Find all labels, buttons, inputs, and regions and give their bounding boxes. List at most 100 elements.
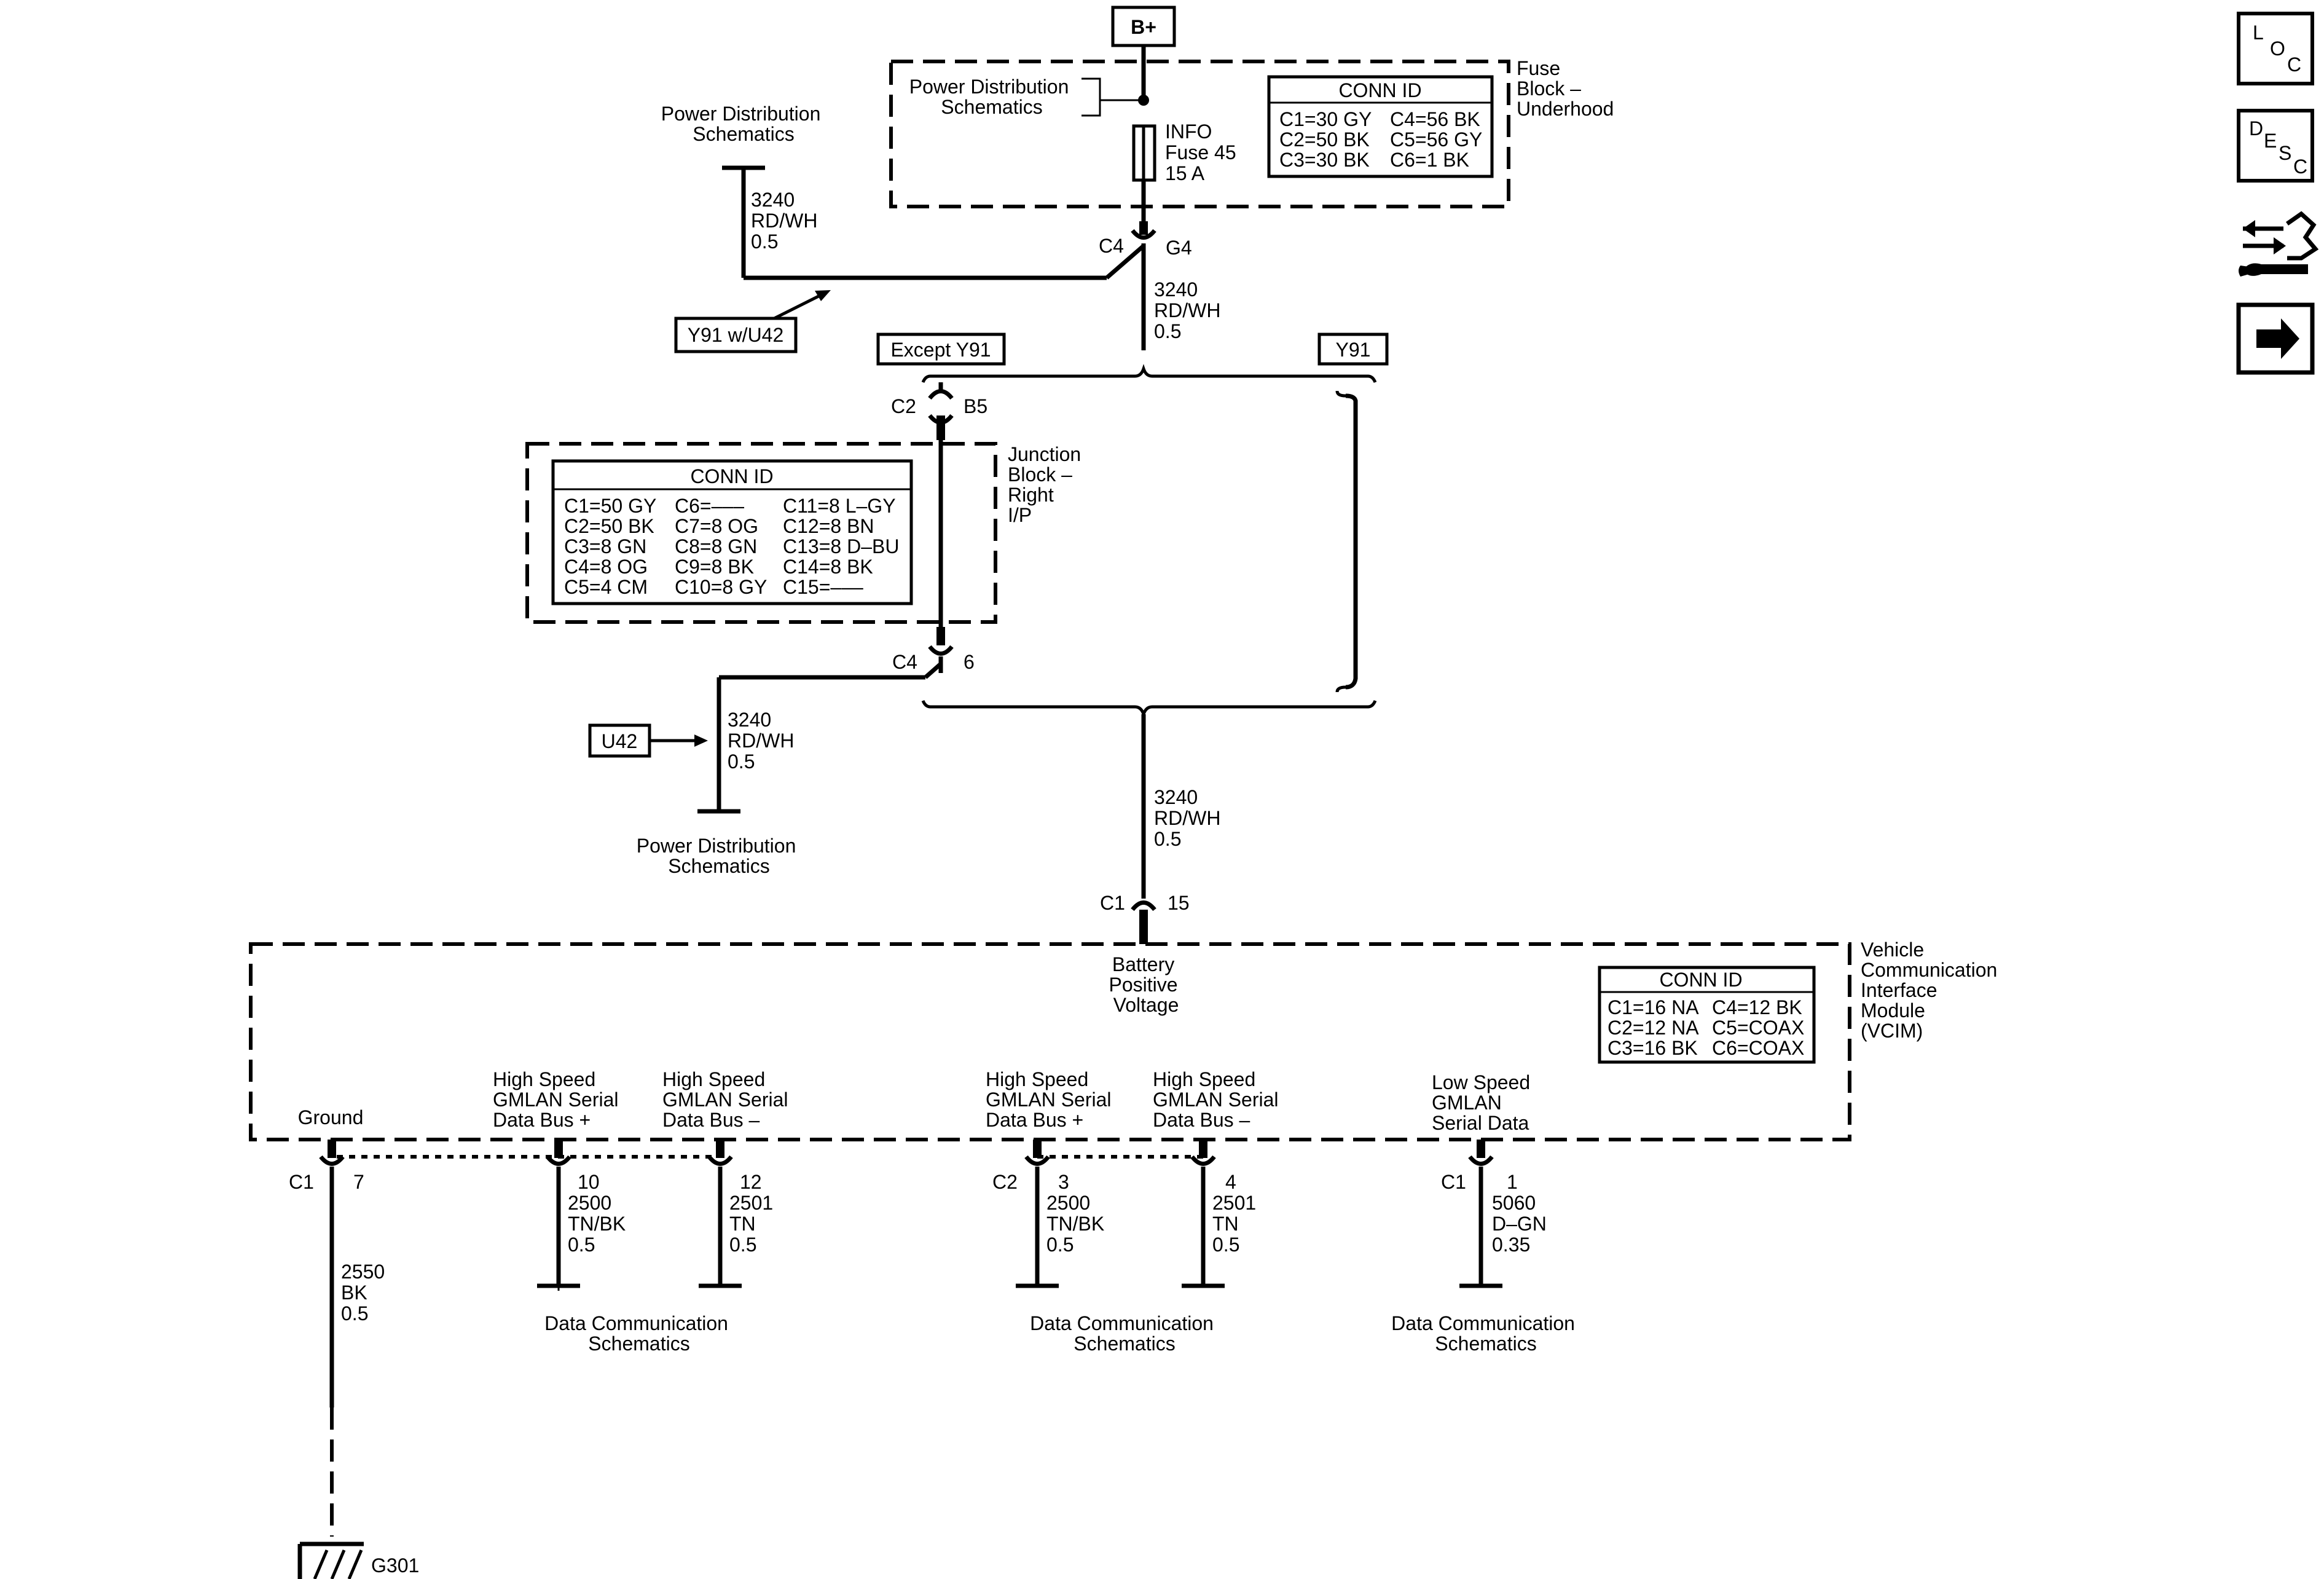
ground-connector: C1: [289, 1171, 314, 1193]
option-merge-bracket: [921, 699, 1377, 719]
data-comm-schematics-1: Data Communication Schematics: [544, 1312, 734, 1355]
u42-branch-diag: [924, 662, 943, 679]
pin-connector: C1: [1441, 1171, 1466, 1193]
desc-letter-s: S: [2279, 142, 2291, 164]
connector-icon: [928, 389, 954, 400]
hs-minus-1-label: High Speed GMLAN Serial Data Bus –: [662, 1068, 793, 1131]
left-pd-schematics: Power Distribution Schematics: [661, 103, 826, 145]
data-comm-schematics-2: Data Communication Schematics: [1030, 1312, 1219, 1355]
option-y91-u42: Y91 w/U42: [688, 324, 784, 346]
desc-button[interactable]: D E S C: [2237, 109, 2314, 183]
left-branch-wire-diag: [1105, 244, 1145, 280]
arrow-icon: [815, 290, 831, 301]
vcim-module: Vehicle Communication Interface Module (…: [249, 939, 2003, 1141]
pin-connector: C2: [992, 1171, 1018, 1193]
pin-number: 1: [1507, 1171, 1518, 1193]
conn-id-col2: C6=––– C7=8 OG C8=8 GN C9=8 BK C10=8 GY: [675, 495, 767, 598]
desc-letter-d: D: [2249, 117, 2263, 140]
option-except-y91: Except Y91: [890, 339, 991, 361]
loc-button[interactable]: L O C: [2237, 12, 2314, 85]
option-arrow-line: [773, 292, 825, 320]
connector-icon: [546, 1155, 571, 1166]
pin-number: 10: [578, 1171, 600, 1193]
connector-repair-icon: [2239, 211, 2319, 277]
jb-in-connector: C2: [891, 395, 916, 417]
u42-branch: U42 3240 RD/WH 0.5 Power Distribution Sc…: [588, 709, 802, 877]
connector-icon: [1131, 900, 1156, 912]
ground-wire-label: 2550 BK 0.5: [341, 1261, 390, 1325]
battery-positive-voltage-label: Battery Positive Voltage: [1109, 953, 1184, 1016]
fuse-block-name: Fuse Block – Underhood: [1517, 57, 1614, 120]
battery-source: B+: [1111, 6, 1176, 47]
conn-id-col1: C1=16 NA C2=12 NA C3=16 BK: [1608, 996, 1703, 1059]
connector-icon: [707, 1155, 733, 1166]
conn-id-col2: C4=12 BK C5=COAX C6=COAX: [1712, 996, 1810, 1059]
jb-out-connector: C4: [892, 651, 917, 673]
vcim-in-connector: C1: [1100, 892, 1125, 914]
y91-wire: [1345, 393, 1358, 690]
arrow-icon: [694, 734, 708, 747]
pin-10: 10 2500 TN/BK 0.5: [537, 1140, 631, 1288]
pin-wire-label: 2501 TN 0.5: [729, 1192, 779, 1256]
fuse-block-pd-schematics: Power Distribution Schematics: [909, 76, 1075, 118]
vcim-conn-id-table: CONN ID C1=16 NA C2=12 NA C3=16 BK C4=12…: [1598, 966, 1816, 1064]
fuse-block-underhood: Fuse Block – Underhood Power Distributio…: [889, 57, 1614, 208]
junction-block-name: Junction Block – Right I/P: [1008, 443, 1086, 526]
connector-icon: [319, 1155, 345, 1166]
connector-tool-button[interactable]: [2239, 211, 2319, 277]
conn-id-col2: C4=56 BK C5=56 GY C6=1 BK: [1390, 108, 1488, 171]
conn-id-col1: C1=30 GY C2=50 BK C3=30 BK: [1279, 108, 1377, 171]
y91-wire-break-top: [1335, 390, 1346, 398]
conn-id-title: CONN ID: [1338, 79, 1421, 101]
pin-wire-label: 2500 TN/BK 0.5: [568, 1192, 631, 1256]
pin-1: C1 1 5060 D–GN 0.35: [1441, 1140, 1547, 1288]
pin-4: 4 2501 TN 0.5: [1182, 1140, 1262, 1288]
pin-label: G4: [1166, 237, 1192, 259]
fuse-block-conn-id-table: CONN ID C1=30 GY C2=50 BK C3=30 BK C4=56…: [1267, 75, 1494, 178]
hs-minus-2-label: High Speed GMLAN Serial Data Bus –: [1153, 1068, 1284, 1131]
hs-plus-2-label: High Speed GMLAN Serial Data Bus +: [986, 1068, 1117, 1131]
next-page-button[interactable]: [2236, 302, 2315, 375]
pin-3: C2 3 2500 TN/BK 0.5: [992, 1140, 1110, 1288]
connector-icon: [928, 645, 954, 656]
arrow-right-icon: [2256, 318, 2299, 359]
connector-label: C4: [1099, 235, 1124, 257]
ground-g301: G301: [297, 1542, 419, 1579]
vcim-in-pin: 15: [1168, 892, 1190, 914]
u42-pd-schematics: Power Distribution Schematics: [637, 835, 802, 877]
conn-id-title: CONN ID: [1659, 969, 1742, 991]
junction-block-conn-id-table: CONN ID C1=50 GY C2=50 BK C3=8 GN C4=8 O…: [551, 459, 913, 605]
connector-c4-g4: C4 G4: [1099, 221, 1192, 259]
option-split-bracket: [921, 364, 1377, 384]
connector-c4-6: C4 6: [892, 627, 975, 673]
pin-12: 12 2501 TN 0.5: [699, 1140, 779, 1288]
hs-plus-1-label: High Speed GMLAN Serial Data Bus +: [493, 1068, 624, 1131]
pin-number: 3: [1058, 1171, 1069, 1193]
jb-out-pin: 6: [964, 651, 975, 673]
connector-icon: [1190, 1155, 1216, 1166]
fuse-45-label: INFO Fuse 45 15 A: [1165, 120, 1242, 184]
connector-c1-15: C1 15: [1100, 892, 1190, 944]
option-split: Except Y91 Y91: [876, 333, 1389, 384]
pin-number: 12: [740, 1171, 762, 1193]
option-u42: U42: [602, 730, 638, 752]
loc-letter-l: L: [2253, 22, 2264, 44]
ls-gmlan-label: Low Speed GMLAN Serial Data: [1432, 1071, 1536, 1134]
pin-wire-label: 2501 TN 0.5: [1212, 1192, 1262, 1256]
pin-wire-label: 2500 TN/BK 0.5: [1046, 1192, 1110, 1256]
conn-id-col3: C11=8 L–GY C12=8 BN C13=8 D–BU C14=8 BK …: [783, 495, 905, 598]
option-y91: Y91: [1336, 339, 1371, 361]
connector-icon: [1131, 229, 1156, 240]
y91-wire-break-bottom: [1335, 685, 1346, 693]
vcim-name: Vehicle Communication Interface Module (…: [1861, 939, 2003, 1042]
loc-letter-c: C: [2287, 53, 2301, 76]
ground-id: G301: [371, 1554, 419, 1577]
conn-id-title: CONN ID: [690, 465, 773, 487]
battery-source-label: B+: [1131, 16, 1156, 38]
main-wire-1-label: 3240 RD/WH 0.5: [1154, 278, 1226, 342]
pin-number: 4: [1225, 1171, 1236, 1193]
ground-pin-label: Ground: [298, 1106, 364, 1128]
desc-letter-e: E: [2264, 130, 2277, 152]
main-wire-2-label: 3240 RD/WH 0.5: [1154, 786, 1226, 850]
